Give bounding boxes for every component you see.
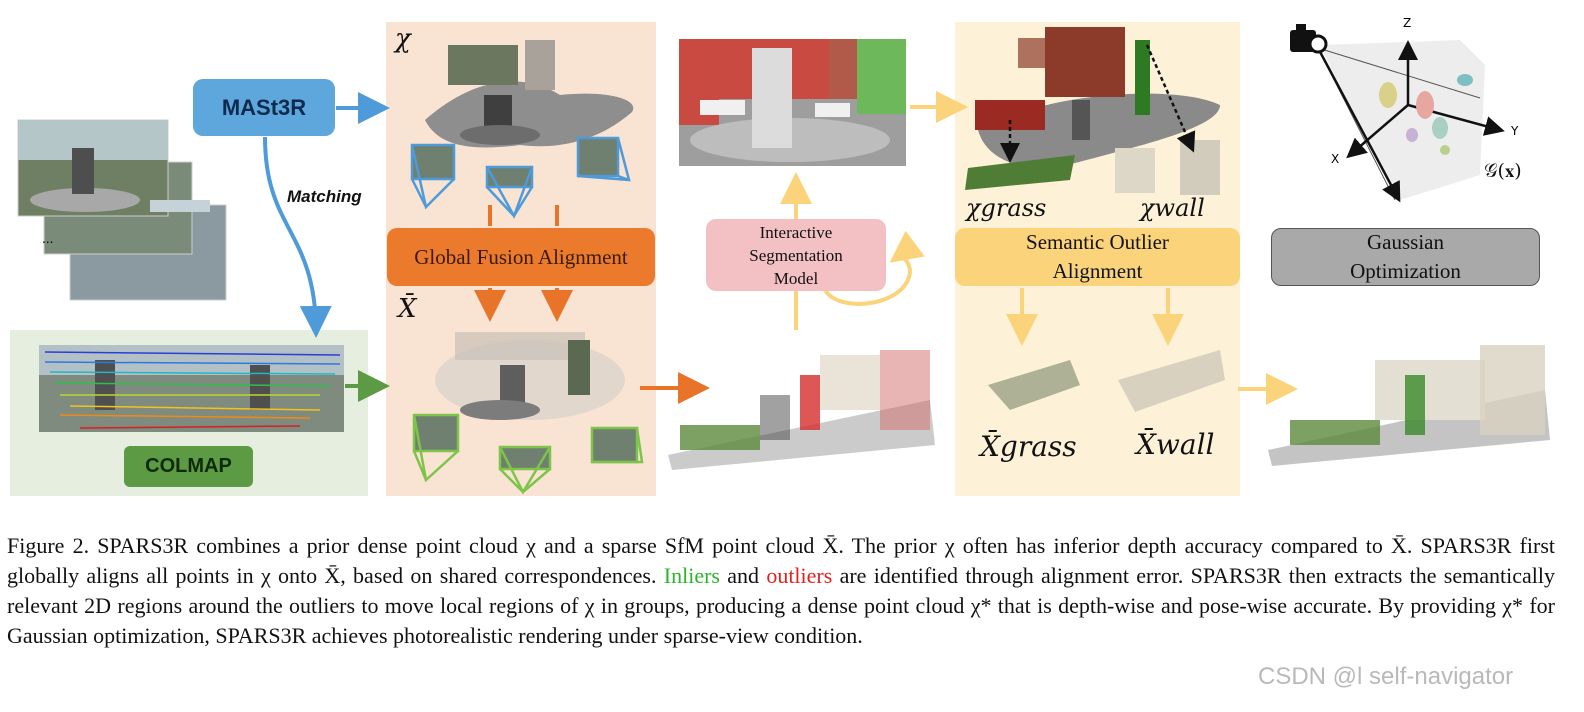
gaussian-optimization-box: Gaussian Optimization [1271,228,1540,286]
semantic-outlier-line1: Semantic Outlier [1026,230,1169,254]
chi-label: χ [395,24,411,54]
mast3r-box: MASt3R [193,79,335,136]
semantic-outlier-line2: Alignment [1052,259,1143,283]
x-bar-grass-label: X̄grass [980,430,1077,463]
global-fusion-alignment-label: Global Fusion Alignment [414,244,628,269]
gaussian-line1: Gaussian [1366,230,1444,254]
colmap-box: COLMAP [124,446,253,487]
dashed-arrow-wall [1145,44,1196,153]
mast3r-label: MASt3R [221,94,307,120]
figure-caption: Figure 2. SPARS3R combines a prior dense… [7,531,1555,651]
interactive-segmentation-box: Interactive Segmentation Model [706,219,886,291]
prior-cameras [410,136,631,220]
caption-part1: Figure 2. SPARS3R combines a prior dense… [7,533,1555,588]
interactive-seg-line2: Segmentation [749,245,843,265]
arrow-matching-to-colmap [263,136,332,338]
arrow-seg-loop [823,230,925,306]
chi-wall-label: χwall [1140,194,1205,222]
prior-dense-point-cloud [425,40,634,148]
caption-inliers: Inliers [663,563,720,588]
gaussian-function-label: 𝒢(𝐱) [1484,160,1522,182]
sparse-wall-cloud [1118,350,1225,412]
sparse-point-cloud [435,332,625,420]
interactive-seg-line1: Interactive [759,222,833,242]
segmented-prior-cloud [965,27,1220,195]
segmented-image [679,39,906,166]
semantic-outlier-alignment-box: Semantic Outlier Alignment [955,228,1240,286]
final-dense-cloud [1268,345,1550,466]
caption-outliers: outliers [766,563,833,588]
matching-label: Matching [287,187,362,206]
caption-and: and [719,563,767,588]
input-image-stack [17,119,227,301]
axis-y-label: Y [1511,124,1519,138]
axis-z-label: Z [1403,16,1412,30]
interactive-seg-line3: Model [773,268,819,288]
more-images-dots: ... [42,232,54,246]
gaussian-line2: Optimization [1350,259,1461,283]
colmap-match-image [39,345,344,432]
gaussian-diagram [1290,24,1505,203]
sparse-grass-cloud [988,360,1080,410]
caption-part2: are identified through alignment error. … [7,563,1555,648]
axis-x-label: X [1331,152,1340,166]
global-fusion-alignment-box: Global Fusion Alignment [387,228,655,286]
colmap-label: COLMAP [145,455,232,477]
sparse-cameras [412,413,644,495]
inlier-outlier-cloud [668,350,935,470]
chi-grass-label: χgrass [966,194,1047,222]
x-bar-wall-label: X̄wall [1136,428,1215,461]
watermark: CSDN @l self-navigator [1258,663,1514,690]
x-bar-label: X̄ [398,294,417,324]
